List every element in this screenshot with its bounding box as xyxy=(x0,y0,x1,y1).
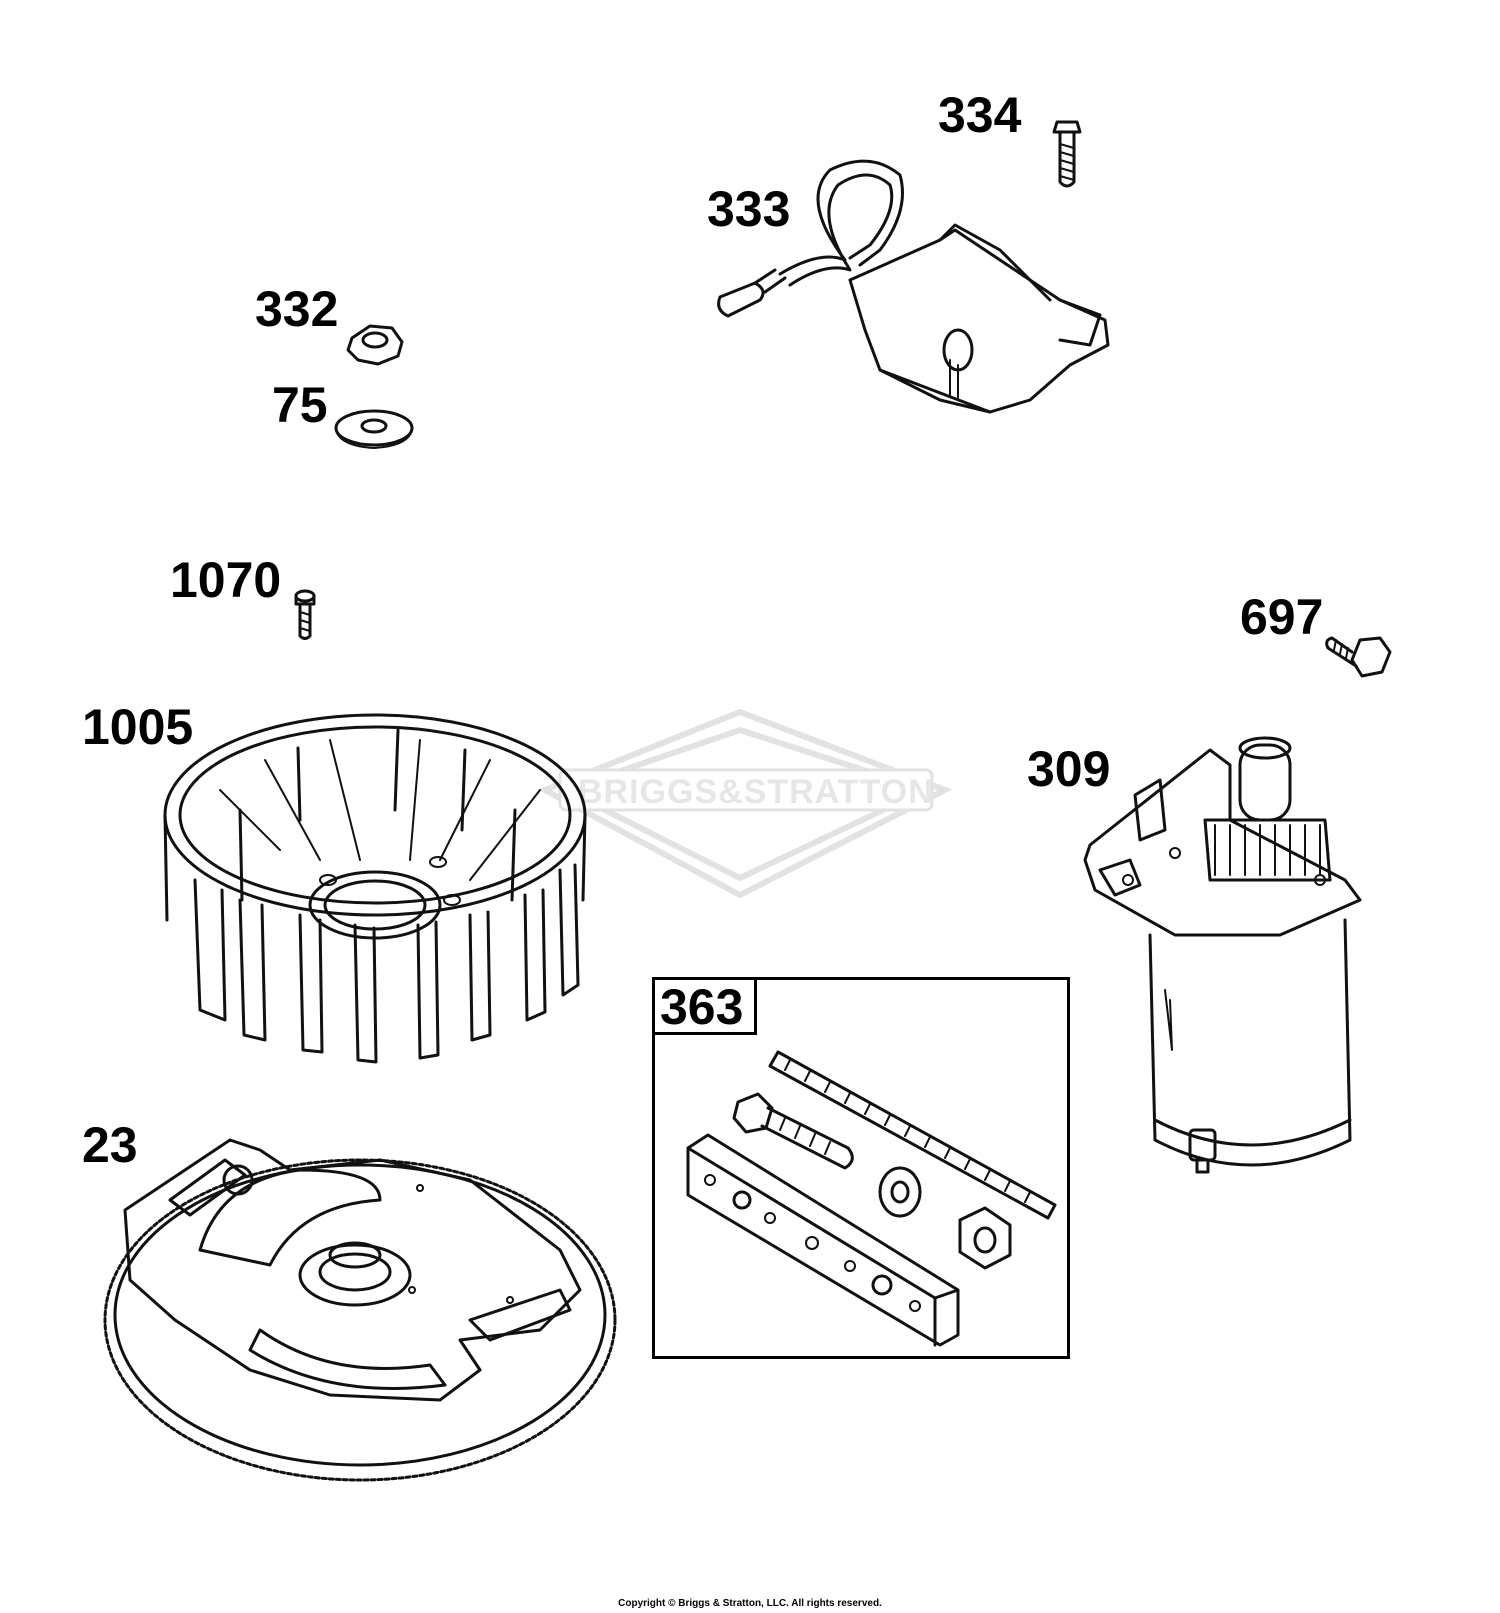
callout-75[interactable]: 75 xyxy=(272,377,328,433)
copyright-notice: Copyright © Briggs & Stratton, LLC. All … xyxy=(618,1598,882,1609)
flywheel-fan-1005-drawing xyxy=(163,713,587,1064)
callout-1005[interactable]: 1005 xyxy=(82,699,194,755)
kit-363-contents-drawing xyxy=(686,1050,1057,1347)
callout-333[interactable]: 333 xyxy=(707,181,791,237)
callout-332[interactable]: 332 xyxy=(255,281,339,337)
brand-watermark-logo: BRIGGS&STRATTON xyxy=(537,708,953,899)
callout-23[interactable]: 23 xyxy=(82,1117,138,1173)
flywheel-23-drawing xyxy=(103,1138,617,1482)
svg-text:BRIGGS&STRATTON: BRIGGS&STRATTON xyxy=(578,773,934,811)
kit-363-frame xyxy=(652,977,1070,1359)
callout-363[interactable]: 363 xyxy=(660,979,744,1035)
callout-334[interactable]: 334 xyxy=(938,87,1022,143)
bolt-697-drawing xyxy=(1325,636,1392,678)
callout-697[interactable]: 697 xyxy=(1240,589,1324,645)
bolt-334-drawing xyxy=(1052,120,1082,188)
callout-309[interactable]: 309 xyxy=(1027,741,1111,797)
screw-1070-drawing xyxy=(294,589,316,640)
callout-1070[interactable]: 1070 xyxy=(170,552,282,608)
washer-75-drawing xyxy=(334,409,414,449)
kit-363-label-box xyxy=(652,977,757,1035)
starter-motor-309-drawing xyxy=(1083,736,1362,1174)
hex-nut-332-drawing xyxy=(346,324,404,366)
ignition-coil-333-drawing xyxy=(717,159,1110,414)
